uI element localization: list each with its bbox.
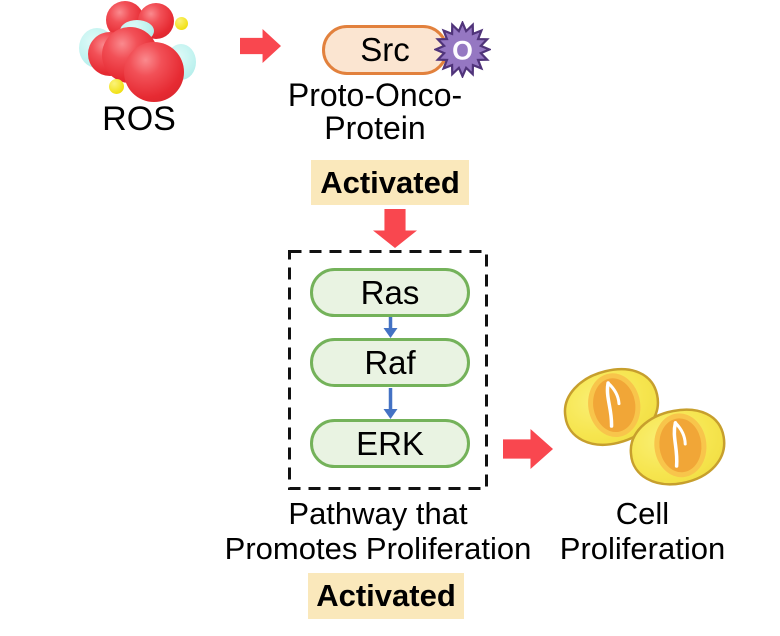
src-node: Src	[322, 25, 448, 75]
ros-molecule-icon	[78, 0, 196, 104]
dashed-rect	[288, 250, 488, 490]
proto-onco-caption-line1: Proto-Onco-	[287, 77, 463, 113]
pathway-caption-line1: Pathway that	[288, 496, 468, 531]
proto-onco-caption-line2: Protein	[324, 110, 426, 146]
activated-status-src: Activated	[311, 160, 469, 205]
pathway-caption: Pathway that Promotes Proliferation	[213, 496, 543, 566]
ros-electron-dot	[175, 17, 188, 30]
arrow-raf-to-erk-icon	[383, 388, 398, 419]
activation-starburst-icon: O	[434, 21, 491, 78]
starburst-o-label: O	[452, 35, 473, 65]
pathway-caption-line2: Promotes Proliferation	[224, 531, 532, 566]
cell-1	[563, 367, 660, 446]
arrow-activated-to-pathway-icon	[373, 209, 417, 248]
proto-onco-caption: Proto-Onco- Protein	[255, 79, 495, 145]
cell-caption: Cell Proliferation	[545, 496, 740, 566]
starburst-shape	[434, 21, 491, 78]
ros-electron-dot	[109, 79, 124, 94]
ros-label: ROS	[102, 100, 176, 138]
arrow-ras-to-raf-icon	[383, 317, 398, 338]
ras-label: Ras	[360, 273, 420, 311]
raf-label: Raf	[364, 343, 416, 381]
arrow-ros-to-src-icon	[240, 29, 281, 63]
ros-sphere	[124, 42, 184, 102]
erk-node: ERK	[310, 419, 470, 468]
activated-status-pathway: Activated	[308, 573, 464, 619]
cell-2	[629, 408, 726, 486]
raf-node: Raf	[310, 338, 470, 387]
ras-node: Ras	[310, 268, 470, 317]
cell-proliferation-icon	[563, 367, 726, 486]
erk-label: ERK	[356, 424, 424, 462]
cell-caption-line2: Proliferation	[559, 531, 726, 566]
src-label: Src	[360, 31, 410, 68]
pathway-dashed-box	[288, 250, 488, 490]
cell-caption-line1: Cell	[615, 496, 670, 531]
